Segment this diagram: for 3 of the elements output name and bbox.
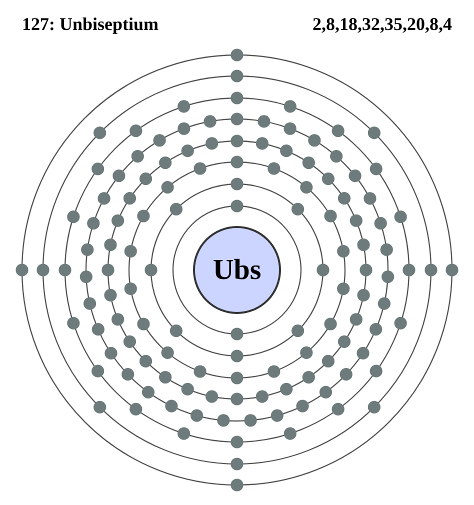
element-title: 127: Unbiseptium bbox=[22, 14, 159, 35]
electron-configuration: 2,8,18,32,35,20,8,4 bbox=[312, 14, 452, 35]
nucleus: Ubs bbox=[193, 226, 281, 314]
